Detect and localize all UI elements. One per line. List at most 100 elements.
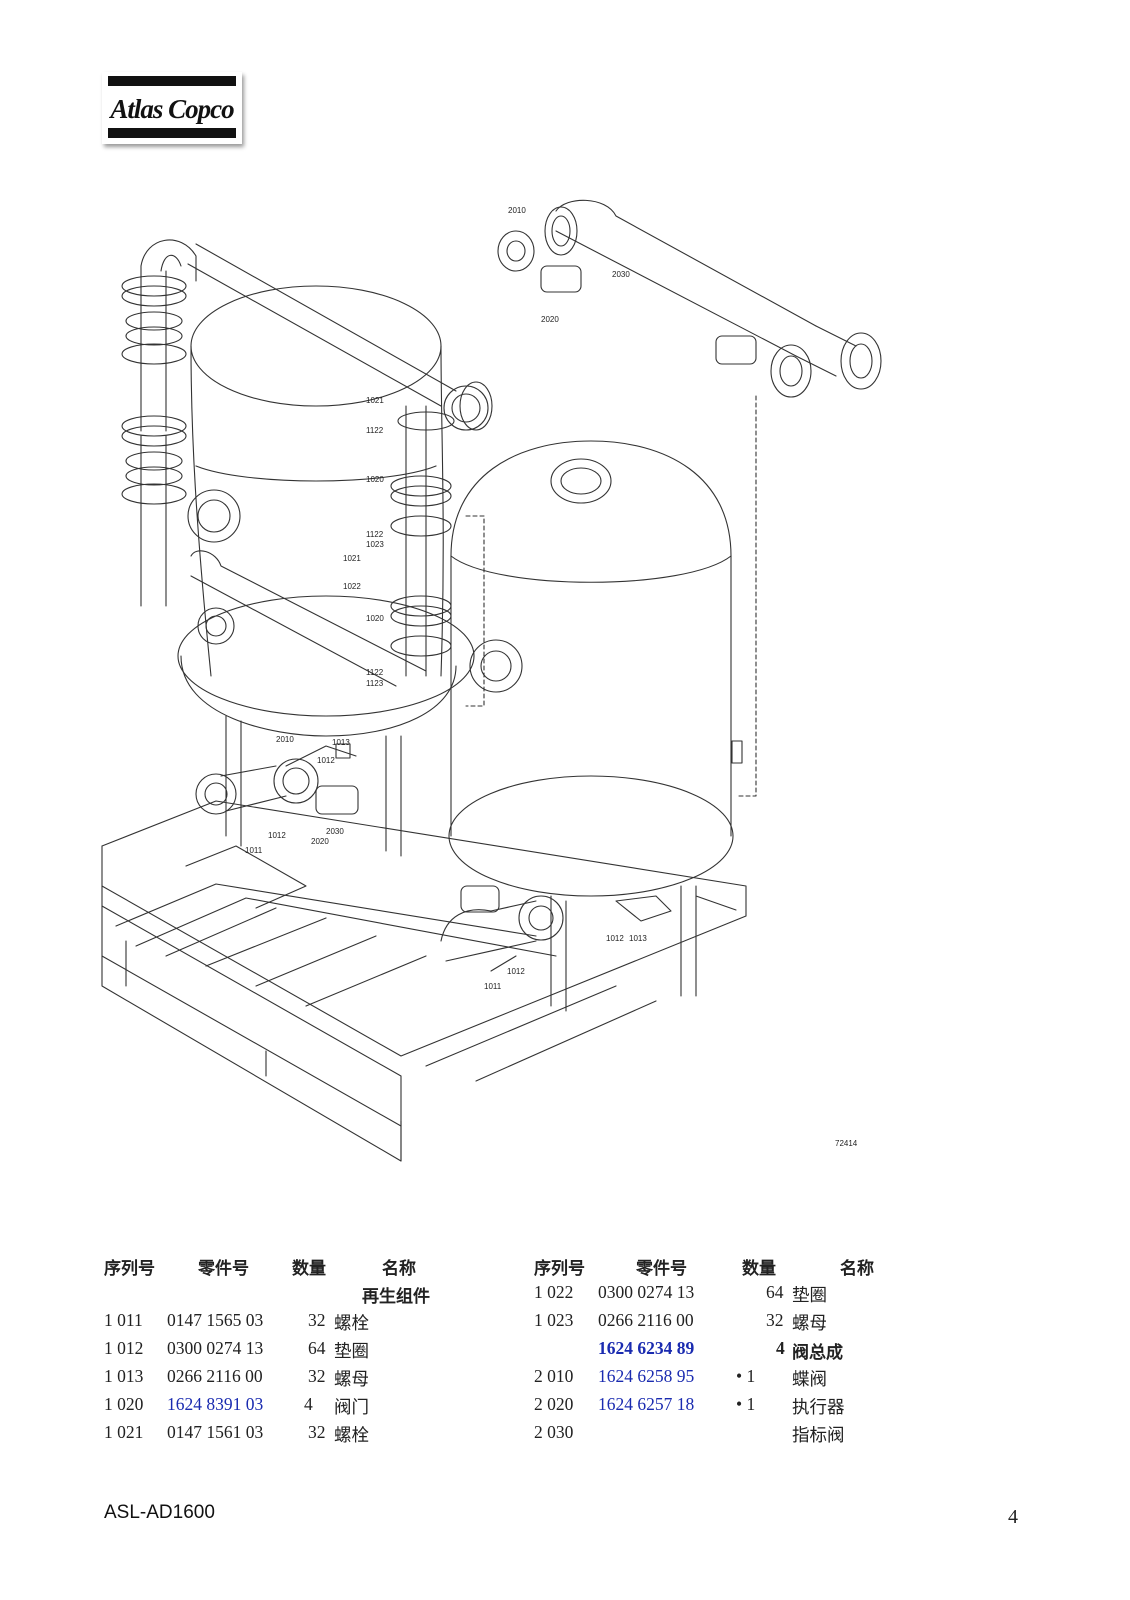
header-name: 名称 xyxy=(382,1259,416,1279)
table-row: 1 013 0266 2116 00 32 螺母 xyxy=(0,1366,540,1394)
seq-cell: 1 011 xyxy=(104,1310,143,1330)
callout-1012-left-top: 1012 xyxy=(317,756,335,765)
callout-1021-upper: 1021 xyxy=(366,396,384,405)
callout-1122-middle: 1122 xyxy=(366,530,384,539)
header-part: 零件号 xyxy=(198,1259,249,1279)
callout-2030-left: 2030 xyxy=(326,827,344,836)
table-header: 序列号 零件号 数量 名称 xyxy=(0,1254,540,1282)
qty-cell: • 1 xyxy=(736,1394,756,1414)
exploded-parts-drawing: 2010 2030 2020 1021 1122 1020 1122 1023 … xyxy=(96,196,896,1176)
table-row: 1 021 0147 1561 03 32 螺栓 xyxy=(0,1422,540,1450)
header-name: 名称 xyxy=(840,1259,874,1279)
part-link[interactable]: 1624 8391 03 xyxy=(167,1394,264,1414)
name-cell: 指标阀 xyxy=(792,1425,845,1445)
name-cell: 蝶阀 xyxy=(792,1369,827,1389)
atlas-copco-logo: Atlas Copco xyxy=(102,72,242,144)
callout-1012-left: 1012 xyxy=(268,831,286,840)
name-cell: 执行器 xyxy=(792,1397,845,1417)
table-row: 1 020 1624 8391 03 4 阀门 xyxy=(0,1394,540,1422)
left-vessel-piping xyxy=(121,239,493,687)
seq-cell: 2 020 xyxy=(534,1394,574,1414)
seq-cell: 1 013 xyxy=(104,1366,144,1386)
name-cell: 垫圈 xyxy=(792,1285,827,1305)
assembly-part-link[interactable]: 1624 6234 89 xyxy=(598,1338,695,1358)
table-row: 1 023 0266 2116 00 32 螺母 xyxy=(0,1310,1130,1338)
group-heading: 再生组件 xyxy=(362,1287,430,1307)
callout-1012-right: 1012 xyxy=(606,934,624,943)
callout-1023-middle: 1023 xyxy=(366,540,384,549)
parts-table-right: 序列号 零件号 数量 名称 1 022 0300 0274 13 64 垫圈 1… xyxy=(0,1254,1130,1450)
left-vessel xyxy=(177,285,475,857)
callout-1013-right: 1013 xyxy=(629,934,647,943)
left-bottom-valve xyxy=(195,743,359,815)
callout-1011-left: 1011 xyxy=(245,846,263,855)
part-cell: 0147 1565 03 xyxy=(167,1310,264,1330)
part-link[interactable]: 1624 6258 95 xyxy=(598,1366,695,1386)
callout-1020-upper: 1020 xyxy=(366,475,384,484)
qty-cell: 32 xyxy=(308,1366,326,1386)
callout-1122-upper: 1122 xyxy=(366,426,384,435)
callout-2010-left: 2010 xyxy=(276,735,294,744)
table-row: 2 010 1624 6258 95 • 1 蝶阀 xyxy=(0,1366,1130,1394)
qty-cell: 4 xyxy=(776,1338,785,1358)
seq-cell: 1 022 xyxy=(534,1282,574,1302)
name-cell: 螺母 xyxy=(334,1369,369,1389)
logo-bottom-bar xyxy=(108,128,236,138)
header-qty: 数量 xyxy=(742,1259,776,1279)
name-cell: 阀总成 xyxy=(792,1343,843,1363)
callout-1021-middle: 1021 xyxy=(343,554,361,563)
table-row: 1624 6234 89 4 阀总成 xyxy=(0,1338,1130,1366)
callout-1020-lower: 1020 xyxy=(366,614,384,623)
callout-2020: 2020 xyxy=(541,315,559,324)
name-cell: 阀门 xyxy=(334,1397,369,1417)
header-qty: 数量 xyxy=(292,1259,326,1279)
table-row: 2 020 1624 6257 18 • 1 执行器 xyxy=(0,1394,1130,1422)
seq-cell: 1 012 xyxy=(104,1338,144,1358)
seq-cell: 1 023 xyxy=(534,1310,574,1330)
table-row: 1 011 0147 1565 03 32 螺栓 xyxy=(0,1310,540,1338)
table-header: 序列号 零件号 数量 名称 xyxy=(0,1254,1130,1282)
right-vessel xyxy=(448,440,743,1012)
header-seq: 序列号 xyxy=(104,1259,155,1279)
logo-top-bar xyxy=(108,76,236,86)
callout-1013-left: 1013 xyxy=(332,738,350,747)
part-cell: 0266 2116 00 xyxy=(167,1366,263,1386)
right-bottom-valve xyxy=(440,885,672,972)
qty-cell: 32 xyxy=(766,1310,784,1330)
seq-cell: 1 020 xyxy=(104,1394,144,1414)
name-cell: 螺母 xyxy=(792,1313,827,1333)
qty-cell: 64 xyxy=(308,1338,326,1358)
table-row: 1 022 0300 0274 13 64 垫圈 xyxy=(0,1282,1130,1310)
qty-cell: 32 xyxy=(308,1310,326,1330)
callout-labels: 2010 2030 2020 1021 1122 1020 1122 1023 … xyxy=(245,206,858,1148)
part-cell: 0266 2116 00 xyxy=(598,1310,694,1330)
header-seq: 序列号 xyxy=(534,1259,585,1279)
page-number: 4 xyxy=(1008,1506,1018,1528)
drawing-svg: 2010 2030 2020 1021 1122 1020 1122 1023 … xyxy=(101,199,882,1162)
seq-cell: 2 010 xyxy=(534,1366,574,1386)
qty-cell: 32 xyxy=(308,1422,326,1442)
document-code: ASL-AD1600 xyxy=(104,1502,215,1523)
callout-1012-right-bottom: 1012 xyxy=(507,967,525,976)
callout-1011-right: 1011 xyxy=(484,982,502,991)
callout-2020-left: 2020 xyxy=(311,837,329,846)
figure-number: 72414 xyxy=(835,1139,858,1148)
name-cell: 垫圈 xyxy=(334,1341,369,1361)
callout-2010: 2010 xyxy=(508,206,526,215)
upper-right-valve-assembly xyxy=(465,199,882,797)
qty-cell: 64 xyxy=(766,1282,784,1302)
part-link[interactable]: 1624 6257 18 xyxy=(598,1394,695,1414)
header-part: 零件号 xyxy=(636,1259,687,1279)
qty-cell: 4 xyxy=(304,1394,313,1414)
table-row: 再生组件 xyxy=(0,1282,540,1310)
parts-table-left: 序列号 零件号 数量 名称 再生组件 1 011 0147 1565 03 32… xyxy=(0,1254,540,1450)
part-cell: 0300 0274 13 xyxy=(167,1338,264,1358)
callout-2030: 2030 xyxy=(612,270,630,279)
name-cell: 螺栓 xyxy=(334,1425,369,1445)
qty-cell: • 1 xyxy=(736,1366,756,1386)
table-row: 2 030 指标阀 xyxy=(0,1422,1130,1450)
callout-1123: 1123 xyxy=(366,679,384,688)
seq-cell: 2 030 xyxy=(534,1422,574,1442)
part-cell: 0300 0274 13 xyxy=(598,1282,695,1302)
name-cell: 螺栓 xyxy=(334,1313,369,1333)
